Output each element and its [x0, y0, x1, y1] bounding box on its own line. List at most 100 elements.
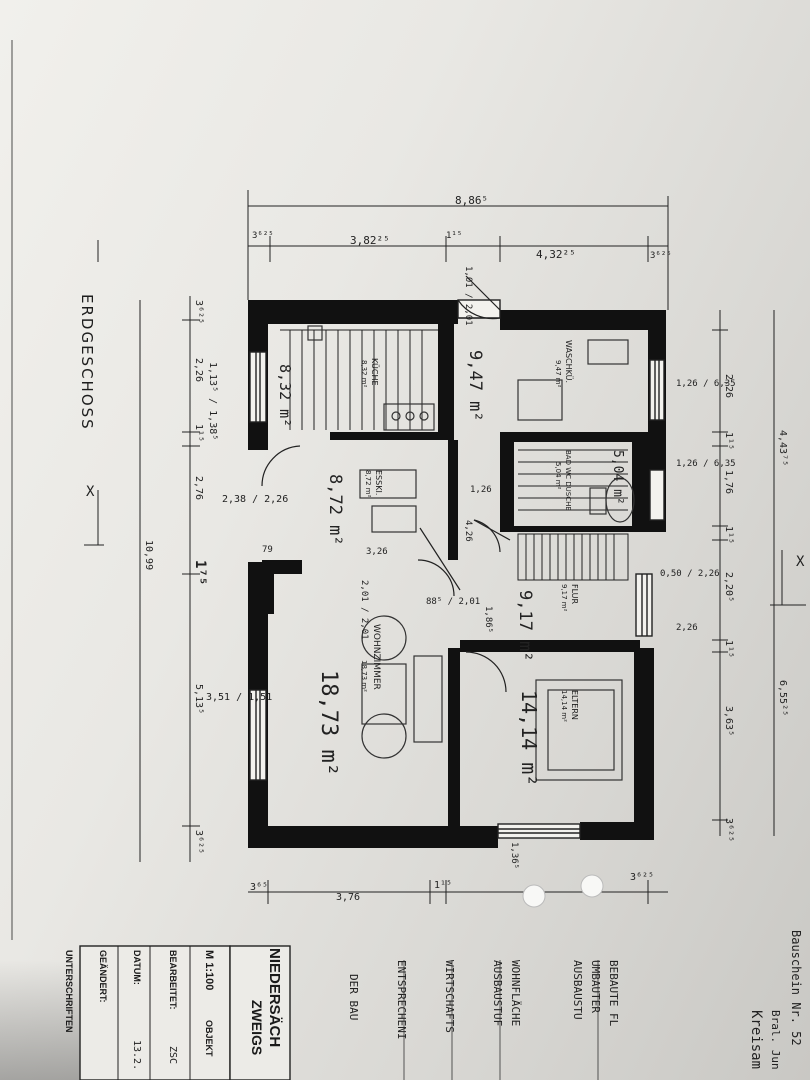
- right-dimension-labels: 4,43⁷⁵ 6,55²⁵ 2,26 1¹⁵ 1,76 1¹⁵ 2,20⁵ 1¹…: [723, 374, 788, 842]
- stamp: Bauschein Nr. 52 Kreisam Bral. Jun: [748, 930, 803, 1070]
- tb-line2: ZWEIGS: [249, 1000, 265, 1055]
- tb-objekt: OBJEKT: [204, 1020, 214, 1057]
- area-entsprechend: ENTSPRECHENI: [395, 960, 408, 1039]
- dim-top-right-wall: 3⁶²⁵: [650, 251, 672, 261]
- room-hand-eltern: 14,14 m²: [517, 690, 541, 786]
- dim-left-115: 1¹⁵: [193, 424, 204, 442]
- room-hand-bad: 5,04 m²: [610, 450, 625, 505]
- dim-left-513: 5,13⁵: [193, 684, 204, 714]
- tb-datum: DATUM:: [132, 950, 142, 985]
- bottom-dimension-labels: 3⁶⁵ 3,76 1¹⁵ 3⁶²⁵: [250, 872, 654, 903]
- room-labels: WASCHKÜ. 9,47 m² 9,47 m² KÜCHE 8,32 m² 8…: [276, 340, 625, 786]
- dim-right-115b: 1¹⁵: [723, 526, 734, 544]
- dim-right-wall: 3⁶²⁵: [723, 818, 734, 842]
- dim-door-126: 1,26: [470, 485, 492, 495]
- door-swings: [261, 275, 511, 693]
- dim-left-wall-top: 3⁶²⁵: [193, 300, 204, 324]
- dim-win-238: 2,38 / 2,26: [222, 494, 288, 505]
- room-area-bad: 5,04 m²: [554, 462, 562, 490]
- dim-win-050: 0,50 / 2,26: [660, 569, 720, 579]
- room-hand-kueche: 8,32 m²: [276, 364, 294, 427]
- title-block: NIEDERSÄCH ZWEIGS M 1:100 OBJEKT BEARBEI…: [64, 945, 291, 1080]
- area-block: BEBAUTE FL UMBAUTER AUSBAUSTU WOHNFLÄCHE…: [347, 960, 620, 1080]
- x-marker-right: X: [796, 554, 805, 570]
- tb-zsc: ZSC: [167, 1046, 178, 1064]
- tb-scale: M 1:100: [203, 950, 215, 990]
- room-hand-flur: 9,17 m²: [515, 590, 535, 662]
- tb-bearbeitet: BEARBEITET:: [168, 950, 178, 1010]
- tb-unterschriften: UNTERSCHRIFTEN: [64, 950, 74, 1033]
- dim-right-226: 2,26: [723, 374, 734, 398]
- room-area-eltern: 14,14 m²: [560, 690, 568, 722]
- dim-left-total: 10,99: [143, 540, 154, 570]
- dim-right-363: 3,63⁵: [723, 706, 734, 736]
- room-name-flur: FLUR: [570, 584, 579, 605]
- room-name-esski: ESSKI.: [374, 470, 383, 495]
- dim-door-79: 79: [262, 545, 273, 555]
- dim-win-351: 3,51 / 1,51: [206, 692, 272, 703]
- room-name-wohnzimmer: WOHNZIMMER: [371, 624, 381, 690]
- dim-bottom-115: 1¹⁵: [434, 880, 452, 891]
- room-area-flur: 9,17 m²: [560, 584, 568, 612]
- dim-top-left-wall: 3⁶²⁵: [252, 231, 274, 241]
- room-name-kueche: KÜCHE: [370, 358, 380, 386]
- area-ausbaustu: AUSBAUSTU: [571, 960, 584, 1020]
- dim-left-wall-bot: 3⁶²⁵: [193, 830, 204, 854]
- dimension-lines: [11, 40, 806, 940]
- room-hand-waschkue: 9,47 m²: [465, 350, 485, 422]
- room-name-waschkue: WASCHKÜ.: [564, 340, 574, 383]
- dim-win-126b: 1,26 / 6,35: [676, 459, 736, 469]
- walls: [248, 300, 666, 848]
- dim-door-201: 2,01 / 2,01: [359, 580, 369, 640]
- stamp-line2: Kreisam: [748, 1010, 764, 1069]
- room-name-bad: BAD WC DUSCHE: [564, 450, 572, 511]
- dim-left-175: 1⁷⁵: [192, 560, 208, 585]
- dim-door-101: 1,01 / 2,01: [463, 266, 473, 326]
- dim-right-total-b: 6,55²⁵: [777, 680, 788, 716]
- dim-left-276: 2,76: [193, 476, 204, 500]
- dim-win-126a: 1,26 / 6,35: [676, 379, 736, 389]
- dim-left-226: 2,26: [193, 358, 204, 382]
- dim-win-136: 1,36⁵: [509, 842, 519, 869]
- room-area-wohnzimmer: 18,73 m²: [360, 660, 368, 692]
- dim-right-total-a: 4,43⁷⁵: [777, 430, 788, 466]
- dim-win-226: 2,26: [676, 623, 698, 633]
- room-name-eltern: ELTERN: [570, 690, 579, 720]
- dim-door-186: 1,86⁵: [483, 606, 493, 633]
- area-wohnflaeche: WOHNFLÄCHE: [509, 960, 522, 1026]
- furniture: [307, 325, 635, 781]
- stamp-line1: Bauschein Nr. 52: [789, 930, 803, 1046]
- dim-top-b: 4,32²⁵: [536, 248, 576, 261]
- opening-labels: 1,26 / 6,35 1,26 / 6,35 1,01 / 2,01 3,26…: [86, 266, 805, 869]
- dim-right-115c: 1¹⁵: [723, 640, 734, 658]
- dim-right-220: 2,20⁵: [723, 572, 734, 602]
- dim-door-3: 3,26: [366, 547, 388, 557]
- dim-door-426: 4,26: [463, 520, 473, 542]
- area-ausbaustufe: AUSBAUSTUF: [491, 960, 504, 1026]
- left-dimension-labels: 3⁶²⁵ 2,26 1,13⁵ / 1,38⁵ 1¹⁵ 2,76 10,99 1…: [143, 300, 288, 854]
- room-area-esski: 8,72 m²: [364, 470, 372, 498]
- dim-left-113: 1,13⁵ / 1,38⁵: [207, 362, 218, 440]
- area-der-bau: DER BAU: [347, 974, 360, 1020]
- stamp-line3: Bral. Jun: [769, 1010, 782, 1070]
- tb-geaendert: GEÄNDERT:: [98, 950, 108, 1003]
- area-bebaute: BEBAUTE FL: [607, 960, 620, 1027]
- dim-bottom-wall: 3⁶²⁵: [630, 872, 654, 883]
- area-wirtschafts: WIRTSCHAFTS: [443, 960, 456, 1033]
- floor-title: ERDGESCHOSS: [78, 294, 96, 431]
- room-area-kueche: 8,32 m²: [360, 360, 368, 388]
- x-marker-left: X: [86, 484, 95, 500]
- room-hand-esski: 8,72 m²: [325, 474, 345, 546]
- dim-top-a: 3,82²⁵: [350, 234, 390, 247]
- tb-date: 13.2.: [131, 1040, 142, 1070]
- area-umbauter: UMBAUTER: [589, 960, 602, 1013]
- windows: [249, 299, 665, 839]
- dim-door-886: 88⁵ / 2,01: [426, 597, 480, 607]
- dim-right-115a: 1¹⁵: [723, 432, 734, 450]
- dim-bottom-376: 3,76: [336, 892, 360, 903]
- room-area-waschkue: 9,47 m²: [554, 360, 562, 388]
- room-hand-wohnzimmer: 18,73 m²: [316, 670, 341, 776]
- tb-line1: NIEDERSÄCH: [266, 948, 283, 1047]
